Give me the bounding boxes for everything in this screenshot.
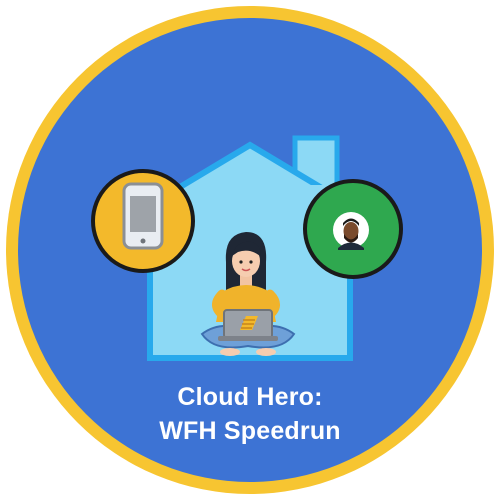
smartphone-icon [91,169,195,273]
badge-title-line2: WFH Speedrun [159,417,341,445]
woman-with-laptop-icon [200,232,296,356]
badge-title-line1: Cloud Hero: [177,383,323,411]
person-avatar-icon [303,179,403,279]
speed-logo-icon [240,316,258,330]
